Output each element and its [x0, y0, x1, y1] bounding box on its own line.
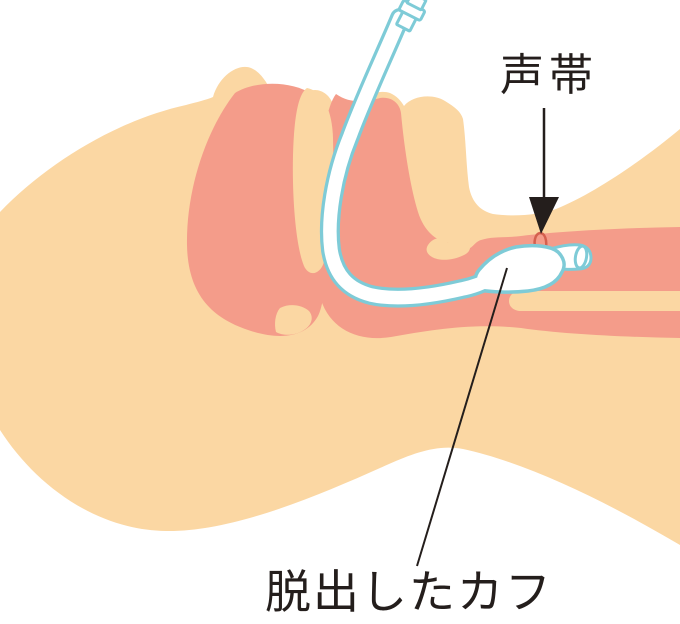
soft-tissue-wave — [275, 305, 312, 335]
epiglottis-shape — [426, 237, 471, 260]
vocal-cords-label: 声帯 — [500, 51, 598, 100]
et-tube — [323, 11, 498, 305]
vocal-cords-arrow-head — [529, 197, 559, 234]
dislodged-cuff-label: 脱出したカフ — [265, 566, 553, 618]
tracheal-wall-band — [509, 291, 680, 311]
tube-connector — [395, 0, 428, 33]
tube-tip-opening — [573, 244, 589, 270]
airway-mucosa — [315, 94, 680, 339]
cuff-leader-line — [416, 267, 508, 567]
